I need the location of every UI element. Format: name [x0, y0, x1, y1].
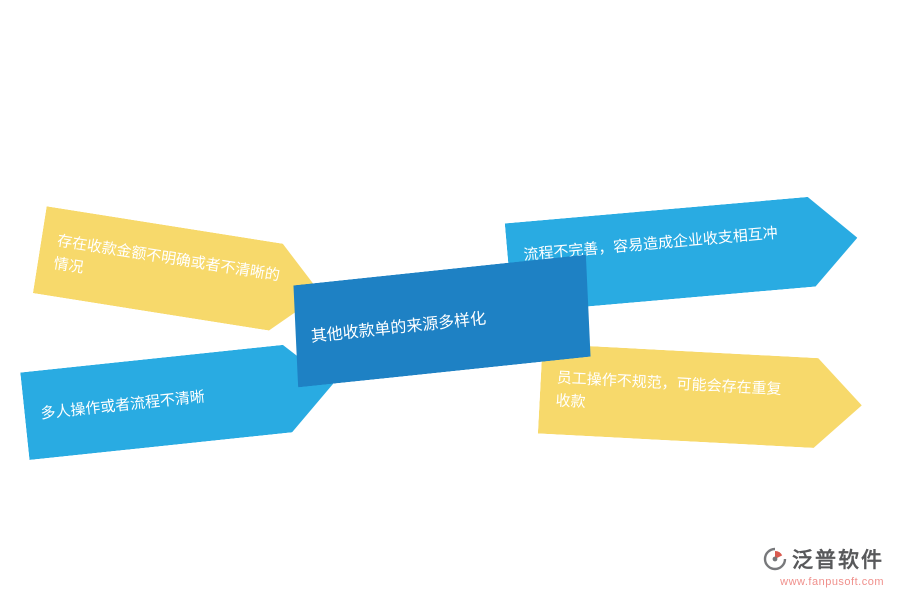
brand-watermark: 泛普软件 www.fanpusoft.com — [763, 544, 884, 588]
arrow-bottom-left-label: 多人操作或者流程不清晰 — [39, 388, 206, 423]
fanpu-logo-icon — [763, 547, 787, 571]
brand-row: 泛普软件 — [763, 544, 884, 574]
arrow-bottom-left: 多人操作或者流程不清晰 — [20, 340, 338, 460]
arrow-bottom-right-label: 员工操作不规范，可能会存在重复收款 — [555, 369, 782, 411]
brand-name: 泛普软件 — [792, 549, 884, 572]
brand-website: www.fanpusoft.com — [780, 576, 884, 588]
center-banner-label: 其他收款单的来源多样化 — [310, 310, 487, 346]
arrow-top-left: 存在收款金额不明确或者不清晰的情况 — [33, 206, 328, 338]
arrow-bottom-right: 员工操作不规范，可能会存在重复收款 — [538, 344, 864, 451]
arrow-top-left-label: 存在收款金额不明确或者不清晰的情况 — [52, 232, 281, 285]
